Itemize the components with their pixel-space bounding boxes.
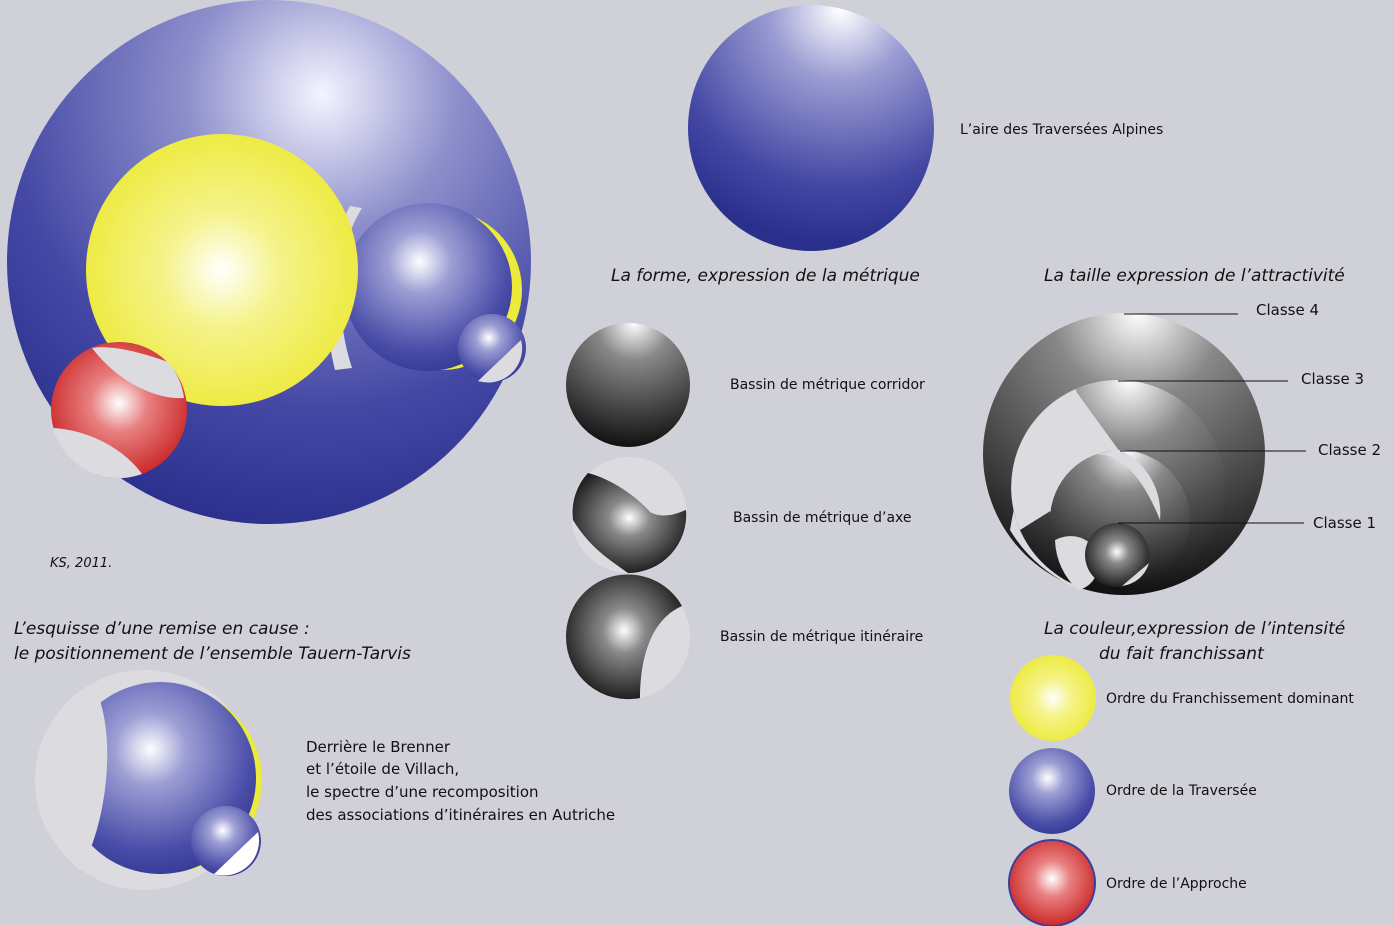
shape-item-2: Bassin de métrique d’axe xyxy=(733,510,912,526)
class-3-label: Classe 3 xyxy=(1301,370,1364,388)
caption-line-2: et l’étoile de Villach, xyxy=(306,760,459,778)
caption-line-1: Derrière le Brenner xyxy=(306,738,451,756)
size-nested-circles xyxy=(983,313,1265,595)
axis-basin xyxy=(571,457,687,574)
credit: KS, 2011. xyxy=(50,556,112,571)
sketch-title-1: L’esquisse d’une remise en cause : xyxy=(14,619,310,639)
sketch-composite xyxy=(35,670,262,890)
color-title-1: La couleur,expression de l’intensité xyxy=(1044,619,1345,639)
area-label: L’aire des Traversées Alpines xyxy=(960,122,1163,138)
class-1-label: Classe 1 xyxy=(1313,514,1376,532)
small-blue-basin xyxy=(458,314,526,383)
caption-line-3: le spectre d’une recomposition xyxy=(306,783,539,801)
class-2-label: Classe 2 xyxy=(1318,441,1381,459)
main-composite xyxy=(7,0,531,524)
sketch-caption: Derrière le Brenner et l’étoile de Villa… xyxy=(306,738,615,824)
shape-item-3: Bassin de métrique itinéraire xyxy=(720,629,923,645)
caption-line-4: des associations d’itinéraires en Autric… xyxy=(306,806,615,824)
sketch-title-2: le positionnement de l’ensemble Tauern-T… xyxy=(14,644,411,664)
size-title: La taille expression de l’attractivité xyxy=(1044,266,1345,286)
color-label-yellow: Ordre du Franchissement dominant xyxy=(1106,691,1354,707)
color-label-red: Ordre de l’Approche xyxy=(1106,876,1247,892)
color-swatch-red xyxy=(1008,839,1096,926)
shape-item-1: Bassin de métrique corridor xyxy=(730,377,925,393)
color-swatch-yellow xyxy=(1010,655,1096,741)
red-basin xyxy=(51,342,187,479)
color-swatch-blue xyxy=(1009,748,1095,834)
area-circle xyxy=(688,5,934,251)
yellow-basin xyxy=(86,134,358,406)
color-title-2: du fait franchissant xyxy=(1099,644,1265,664)
color-label-blue: Ordre de la Traversée xyxy=(1106,783,1257,799)
class-leaders xyxy=(1118,313,1306,524)
class-4-label: Classe 4 xyxy=(1256,301,1319,319)
corridor-basin xyxy=(566,323,690,447)
shape-title: La forme, expression de la métrique xyxy=(611,266,920,286)
itinerary-basin xyxy=(565,574,690,700)
